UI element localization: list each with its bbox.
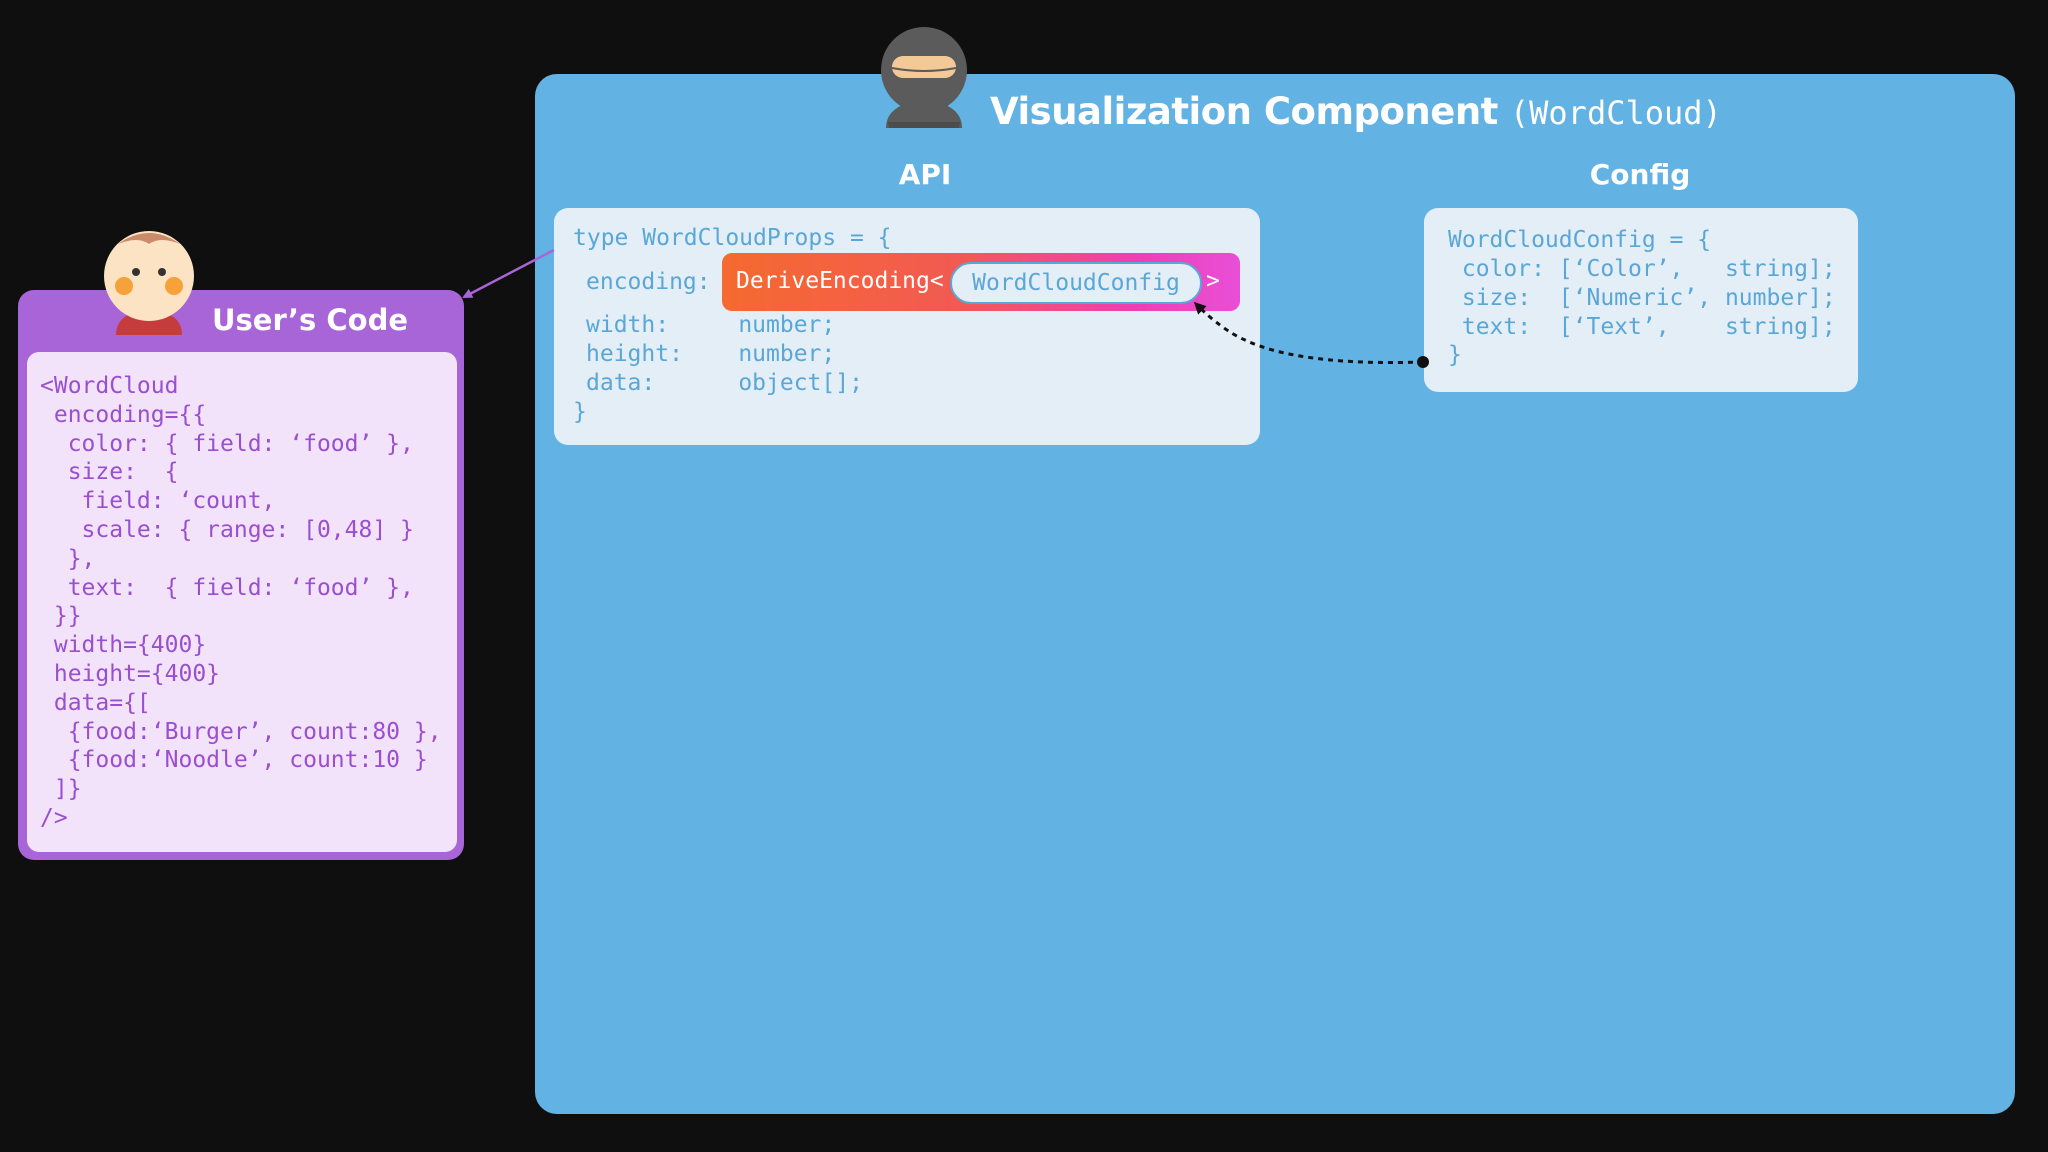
config-line-3: size: [‘Numeric’, number]; [1448, 285, 1836, 311]
users-code-line: ]} [40, 776, 82, 803]
config-line-1: WordCloudConfig = { [1448, 227, 1712, 253]
api-data-line: data: object[]; [586, 370, 863, 396]
component-title-sub: (WordCloud) [1509, 94, 1722, 132]
users-code-line: size: { [40, 459, 179, 486]
users-code-line: encoding={{ [40, 401, 207, 428]
api-width-line: width: number; [586, 312, 836, 338]
derive-encoding-text: DeriveEncoding< [736, 268, 944, 294]
users-code-line: <WordCloud [40, 373, 179, 399]
users-code-title: User’s Code [212, 303, 409, 337]
users-code-line: /> [40, 805, 68, 831]
users-code-body [27, 352, 457, 852]
users-code-line: scale: { range: [0,48] } [40, 517, 414, 543]
users-code-line: {food:‘Noodle’, count:10 } [40, 747, 428, 774]
users-code-line: field: ‘count, [40, 488, 276, 515]
config-heading: Config [1589, 158, 1691, 191]
api-height-line: height: number; [586, 341, 836, 367]
users-code-line: text: { field: ‘food’ }, [40, 574, 414, 601]
config-close-brace: } [1448, 342, 1462, 368]
users-code-line: width={400} [40, 632, 207, 659]
config-reference-pill: WordCloudConfig [950, 262, 1202, 304]
component-title: Visualization Component (WordCloud) [990, 90, 1722, 140]
users-code-line: }} [40, 603, 82, 630]
config-code-box [1424, 208, 1858, 392]
users-code-line: color: { field: ‘food’ }, [40, 430, 414, 457]
api-type-line: type WordCloudProps = { [573, 225, 892, 251]
users-code-line: {food:‘Burger’, count:80 }, [40, 718, 442, 745]
config-line-4: text: [‘Text’, string]; [1448, 314, 1836, 340]
users-code-line: }, [40, 545, 96, 572]
config-line-2: color: [‘Color’, string]; [1448, 256, 1836, 282]
users-code-line: data={[ [40, 689, 151, 716]
component-title-main: Visualization Component [990, 90, 1498, 133]
api-code-box [554, 208, 1260, 445]
api-heading: API [898, 158, 952, 191]
users-code-line: height={400} [40, 661, 221, 687]
derive-encoding-close: > [1206, 268, 1220, 294]
api-close-brace: } [573, 399, 587, 425]
api-encoding-label: encoding: [586, 269, 711, 295]
